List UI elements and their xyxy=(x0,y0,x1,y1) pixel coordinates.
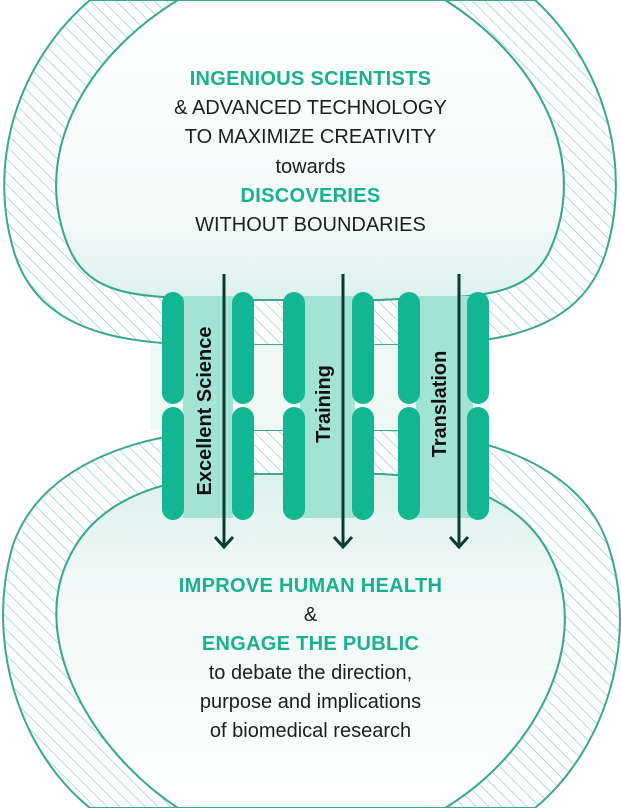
top-terminal-inner xyxy=(55,0,565,301)
text-biomedical-research: of biomedical research xyxy=(209,720,412,742)
arrow-head-icon xyxy=(213,535,235,550)
pillar-bar xyxy=(232,292,254,404)
arrow-head-icon xyxy=(332,535,354,550)
pillar-bar xyxy=(398,292,420,404)
pillar-bar xyxy=(283,292,305,404)
pillar-bar xyxy=(283,407,305,520)
pillar-bar xyxy=(467,407,489,520)
pillar-bar xyxy=(352,292,374,404)
text-towards: towards xyxy=(275,156,346,178)
pillar-bar xyxy=(398,407,420,520)
pillar-bar xyxy=(162,292,184,404)
pillar-panel xyxy=(300,296,355,518)
text-purpose-implications: purpose and implications xyxy=(199,691,422,713)
pillar-translation: Translation xyxy=(398,274,489,550)
pillar-label: Excellent Science xyxy=(194,327,216,496)
pillar-panel xyxy=(416,296,473,518)
text-maximize-creativity: TO MAXIMIZE CREATIVITY xyxy=(184,126,437,148)
pillar-bar xyxy=(162,407,184,520)
pillar-label: Training xyxy=(313,365,335,443)
headline-engage-the-public: ENGAGE THE PUBLIC xyxy=(201,633,420,655)
bottom-terminal-inner xyxy=(55,473,566,808)
headline-discoveries: DISCOVERIES xyxy=(240,185,381,207)
pillar-training: Training xyxy=(283,274,374,550)
pillar-bar xyxy=(467,292,489,404)
pillar-label: Translation xyxy=(429,351,451,458)
text-advanced-technology: & ADVANCED TECHNOLOGY xyxy=(174,97,447,119)
headline-ingenious-scientists: INGENIOUS SCIENTISTS xyxy=(189,68,432,90)
text-debate-direction: to debate the direction, xyxy=(208,662,413,684)
text-without-boundaries: WITHOUT BOUNDARIES xyxy=(195,214,426,236)
pillar-bar xyxy=(232,407,254,520)
headline-improve-human-health: IMPROVE HUMAN HEALTH xyxy=(178,575,443,597)
pillar-bar xyxy=(352,407,374,520)
text-ampersand: & xyxy=(303,604,318,626)
pillar-excellent-science: Excellent Science xyxy=(162,274,254,550)
arrow-head-icon xyxy=(448,535,470,550)
